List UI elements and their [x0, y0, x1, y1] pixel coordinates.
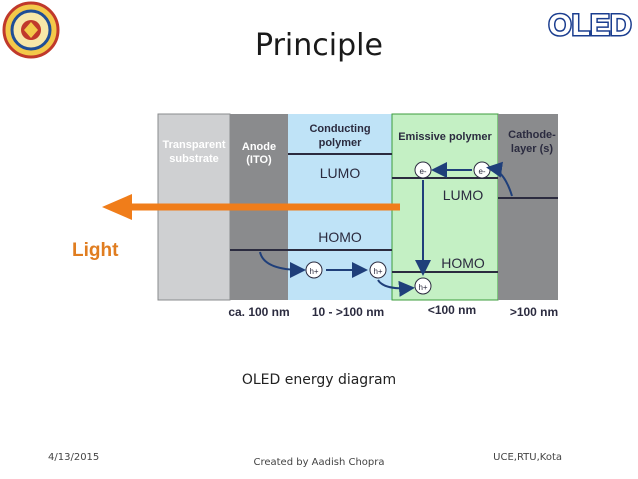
- conducting-label-1: Conducting: [309, 123, 370, 135]
- hole-label-1: h+: [309, 267, 318, 276]
- hole-circle-2: [369, 261, 387, 279]
- oled-logo: OLED: [547, 6, 633, 44]
- thickness-cathode: >100 nm: [510, 305, 558, 319]
- substrate-label-2: substrate: [169, 153, 219, 165]
- oled-logo-text: OLED: [548, 9, 631, 42]
- hole-circle-3: [414, 277, 432, 295]
- light-arrow-head: [102, 194, 132, 220]
- homo-label-conducting: HOMO: [318, 229, 362, 245]
- thickness-anode: ca. 100 nm: [228, 305, 289, 319]
- homo-label-emissive: HOMO: [441, 255, 485, 271]
- lumo-label-emissive: LUMO: [443, 187, 484, 203]
- hole-injection-arrow: [259, 251, 306, 278]
- hole-circle-1: [305, 261, 323, 279]
- cathode-layer: [498, 198, 558, 300]
- emissive-polymer-layer: [391, 113, 499, 301]
- electron-label-1: e-: [419, 167, 426, 176]
- anode-label-2: (ITO): [246, 154, 272, 166]
- cathode-label-2: layer (s): [511, 143, 554, 155]
- university-seal-logo: [2, 1, 60, 59]
- emissive-label: Emissive polymer: [398, 131, 492, 143]
- hole-label-2: h+: [373, 267, 382, 276]
- hole-label-3: h+: [418, 283, 427, 292]
- footer-organization: UCE,RTU,Kota: [493, 452, 562, 463]
- electron-label-2: e-: [478, 167, 485, 176]
- thickness-conducting: 10 - >100 nm: [312, 305, 384, 319]
- oled-energy-diagram: Transparent substrate Anode (ITO) Conduc…: [58, 100, 578, 330]
- diagram-caption: OLED energy diagram: [241, 372, 397, 388]
- anode-layer: [230, 114, 288, 250]
- anode-label-1: Anode: [242, 141, 276, 153]
- footer-author: Created by Aadish Chopra: [253, 457, 385, 468]
- electron-injection-arrow: [486, 161, 513, 197]
- footer-date: 4/13/2015: [48, 452, 100, 463]
- anode-lower: [230, 250, 288, 300]
- substrate-label-1: Transparent: [163, 139, 226, 151]
- thickness-emissive: <100 nm: [428, 303, 476, 317]
- conducting-label-2: polymer: [319, 137, 363, 149]
- light-label: Light: [72, 240, 119, 261]
- hole-transfer-arrow: [377, 279, 415, 297]
- slide-title: Principle: [255, 28, 383, 63]
- cathode-label-1: Cathode-: [508, 129, 556, 141]
- lumo-label-conducting: LUMO: [320, 165, 361, 181]
